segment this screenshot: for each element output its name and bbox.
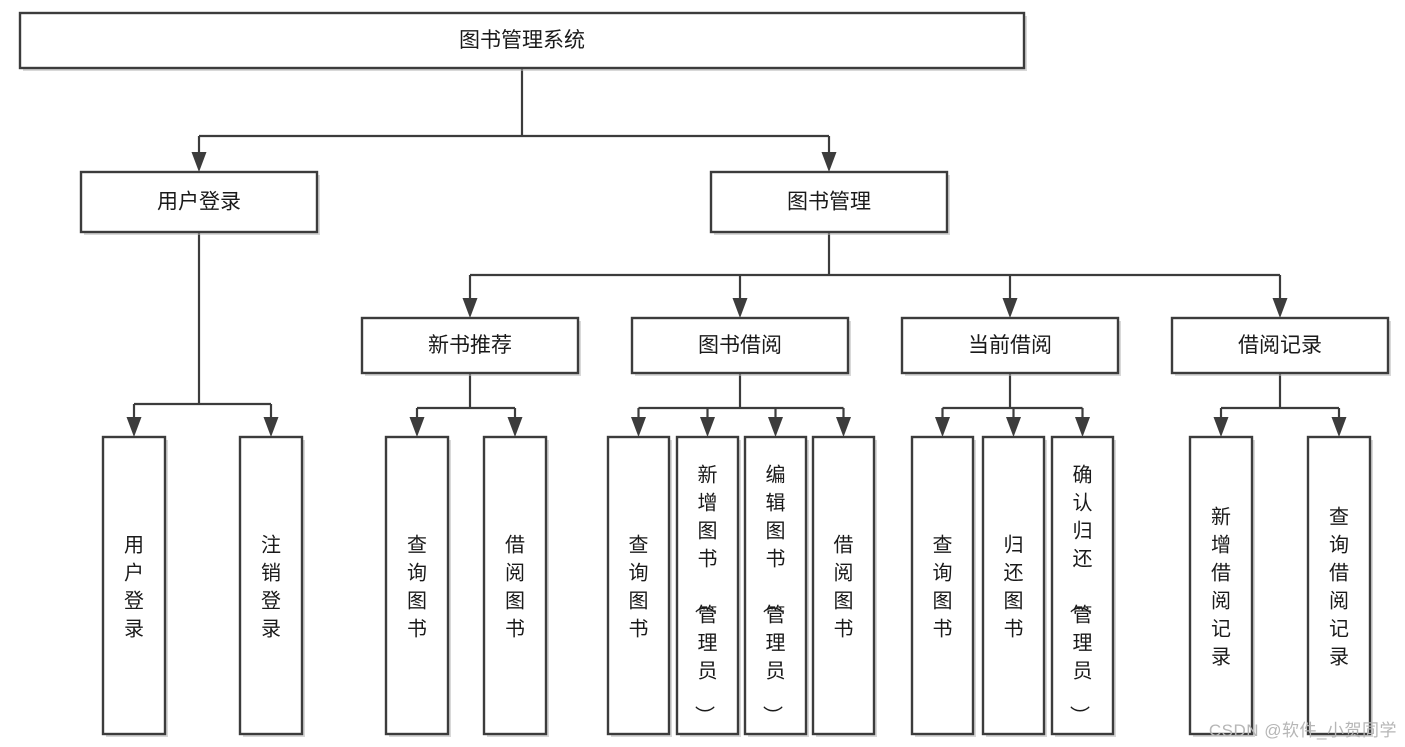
arrow-head-icon [1213,417,1229,437]
arrow-head-icon [1006,417,1021,437]
node-label: 新书推荐 [428,334,512,357]
node-rect[interactable] [482,435,548,736]
arrow-head-icon [700,417,715,437]
edge-group-records [1213,373,1347,437]
node-rect[interactable] [630,316,850,375]
node-rect[interactable] [606,435,671,736]
node-label: 新增借阅记录 [1211,505,1231,668]
node-label: 查询图书 [629,533,649,640]
node-records[interactable]: 借阅记录 [1170,316,1391,376]
edge-group-login [126,232,279,437]
node-rect[interactable] [360,316,580,375]
node-label: 借阅图书 [505,533,525,640]
node-rect[interactable] [811,435,876,736]
node-label: 注销登录 [261,533,281,640]
node-leaf-borrow-2[interactable]: 新增图书（管理员） [675,435,741,737]
node-label: 用户登录 [124,534,144,640]
arrow-head-icon [631,417,646,437]
node-rect[interactable] [675,435,740,736]
node-label: 借阅图书 [834,533,854,640]
arrow-head-icon [935,417,950,437]
node-rect[interactable] [1170,316,1390,375]
node-label: 归还图书 [1004,533,1024,640]
node-label: 查询图书 [407,533,427,640]
arrow-head-icon [1075,417,1090,437]
arrow-head-icon [1331,417,1347,437]
arrow-head-icon [732,298,748,318]
edge-group-borrow [631,373,851,437]
node-leaf-rec-2[interactable]: 查询借阅记录 [1306,435,1373,737]
node-label: 新增图书（管理员） [693,463,718,725]
node-rect[interactable] [981,435,1046,736]
node-label: 借阅记录 [1238,334,1322,357]
node-rect[interactable] [18,11,1026,70]
arrow-head-icon [191,152,207,172]
arrow-head-icon [507,417,523,437]
edge-group-current [935,373,1090,437]
node-label: 当前借阅 [968,334,1052,357]
node-rect[interactable] [743,435,808,736]
node-label: 图书管理 [787,191,871,214]
node-label: 查询借阅记录 [1329,505,1349,668]
node-rect[interactable] [1306,435,1372,736]
nodes-layer: 图书管理系统用户登录图书管理新书推荐图书借阅当前借阅借阅记录用户登录注销登录查询… [18,11,1391,737]
node-label: 编辑图书（管理员） [761,463,786,725]
node-login[interactable]: 用户登录 [79,170,320,235]
node-rect[interactable] [79,170,319,234]
node-leaf-borrow-1[interactable]: 查询图书 [606,435,672,737]
node-label: 查询图书 [933,533,953,640]
node-leaf-borrow-3[interactable]: 编辑图书（管理员） [743,435,809,737]
node-rect[interactable] [238,435,304,736]
arrow-head-icon [263,417,279,437]
node-label: 用户登录 [157,191,241,214]
edges-layer [126,68,1347,437]
edge-group-root [191,68,837,172]
arrow-head-icon [126,417,142,437]
node-rect[interactable] [1188,435,1254,736]
node-leaf-new-2[interactable]: 借阅图书 [482,435,549,737]
node-leaf-cur-2[interactable]: 归还图书 [981,435,1047,737]
node-rect[interactable] [101,435,167,736]
node-leaf-borrow-4[interactable]: 借阅图书 [811,435,877,737]
node-borrow[interactable]: 图书借阅 [630,316,851,376]
node-label: 图书借阅 [698,334,782,357]
arrow-head-icon [768,417,783,437]
node-rect[interactable] [1050,435,1115,736]
node-leaf-rec-1[interactable]: 新增借阅记录 [1188,435,1255,737]
node-root[interactable]: 图书管理系统 [18,11,1027,71]
arrow-head-icon [409,417,425,437]
node-rect[interactable] [900,316,1120,375]
node-bookmgmt[interactable]: 图书管理 [709,170,950,235]
arrow-head-icon [1002,298,1018,318]
node-leaf-login-1[interactable]: 用户登录 [101,435,168,737]
node-leaf-new-1[interactable]: 查询图书 [384,435,451,737]
arrow-head-icon [1272,298,1288,318]
arrow-head-icon [821,152,837,172]
node-label: 确认归还（管理员） [1068,463,1093,725]
arrow-head-icon [462,298,478,318]
node-label: 图书管理系统 [459,29,585,52]
node-newbook[interactable]: 新书推荐 [360,316,581,376]
node-rect[interactable] [910,435,975,736]
node-leaf-login-2[interactable]: 注销登录 [238,435,305,737]
node-rect[interactable] [709,170,949,234]
node-leaf-cur-1[interactable]: 查询图书 [910,435,976,737]
arrow-head-icon [836,417,851,437]
node-rect[interactable] [384,435,450,736]
node-leaf-cur-3[interactable]: 确认归还（管理员） [1050,435,1116,737]
edge-group-newbook [409,373,523,437]
node-current[interactable]: 当前借阅 [900,316,1121,376]
edge-group-bookmgmt [462,232,1288,318]
